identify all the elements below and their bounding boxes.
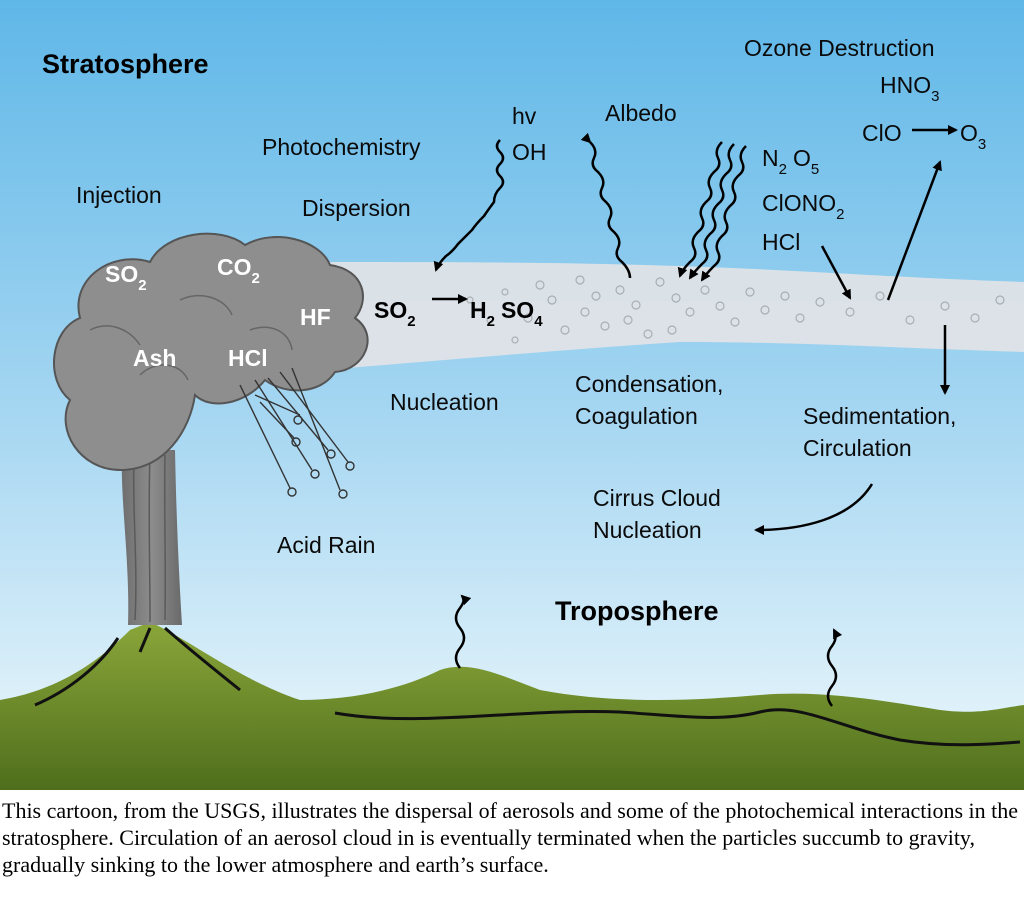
nucleation-label: Nucleation [390,389,499,415]
coagulation-label: Coagulation [575,403,698,429]
hcl-label: HCl [762,229,800,255]
acid-rain-label: Acid Rain [277,532,375,558]
process-arrows [432,125,958,535]
so2-reaction-label: SO2 [374,297,416,330]
hf-cloud-label: HF [300,304,331,330]
albedo-label: Albedo [605,100,677,126]
dispersion-label: Dispersion [302,195,411,221]
injection-label: Injection [76,182,162,208]
stratosphere-label: Stratosphere [42,49,209,79]
oh-label: OH [512,139,547,165]
cirrus-nucleation-label: Nucleation [593,517,702,543]
figure-caption: This cartoon, from the USGS, illustrates… [2,798,1019,877]
cirrus-cloud-label: Cirrus Cloud [593,485,721,511]
ground-lines [34,626,1021,747]
eruption-column [121,450,182,625]
aerosol-particles [466,275,1005,344]
clono2-label: ClONO2 [762,190,844,223]
acid-rain-streaks [239,367,355,499]
troposphere-label: Troposphere [555,596,719,626]
circulation-label: Circulation [803,435,912,461]
volcanic-aerosol-diagram: Stratosphere Troposphere Injection Photo… [0,0,1024,790]
hcl-cloud-label: HCl [228,345,268,371]
photochemistry-label: Photochemistry [262,134,421,160]
radiation-waves [433,132,843,707]
ozone-destruction-label: Ozone Destruction [744,35,934,61]
hno3-label: HNO3 [880,72,939,105]
hv-label: hv [512,103,537,129]
co2-cloud-label: CO2 [217,254,260,287]
clo-label: ClO [862,120,902,146]
ash-cloud-label: Ash [133,345,176,371]
so2-cloud-label: SO2 [105,261,147,294]
o3-label: O3 [960,120,986,153]
ground [0,622,1024,790]
ash-cloud [53,232,369,472]
sedimentation-label: Sedimentation, [803,403,956,429]
condensation-label: Condensation, [575,371,723,397]
